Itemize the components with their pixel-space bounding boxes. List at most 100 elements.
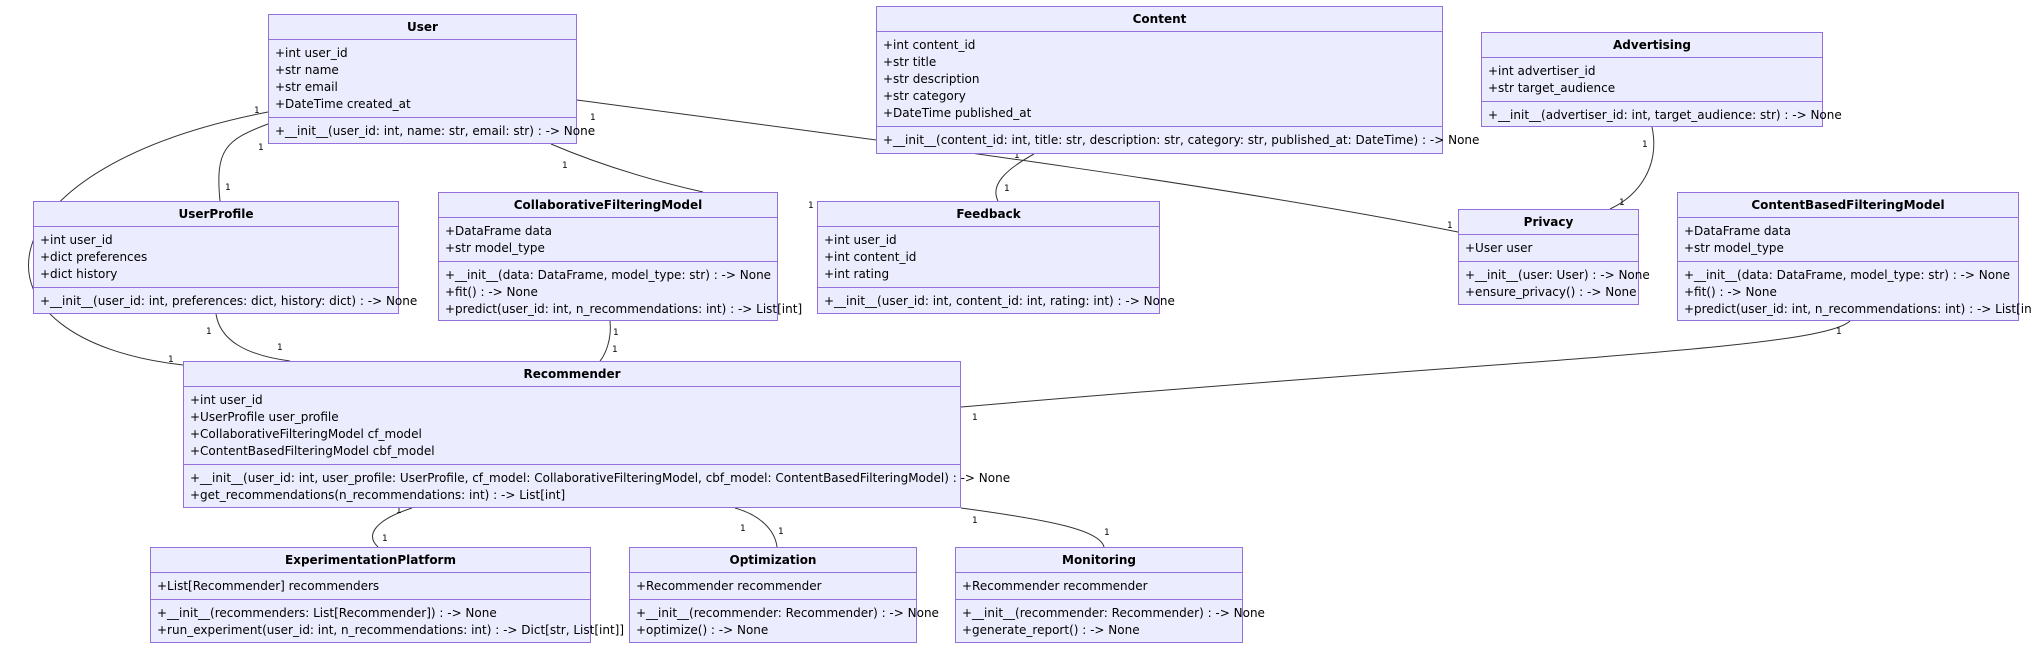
method-row: +__init__(user_id: int, preferences: dic… bbox=[40, 294, 418, 308]
attribute-row: +UserProfile user_profile bbox=[190, 410, 339, 424]
multiplicity-label: 1 bbox=[612, 345, 618, 355]
attribute-row: +int content_id bbox=[883, 38, 976, 52]
methods-section: +__init__(recommenders: List[Recommender… bbox=[151, 599, 625, 643]
class-contentbasedfilteringmodel[interactable]: ContentBasedFilteringModel+DataFrame dat… bbox=[1677, 192, 2032, 322]
class-privacy[interactable]: Privacy +User user +__init__(user: User) :… bbox=[1458, 209, 1650, 305]
attributes-section: +int user_id +dict preferences +dict histo… bbox=[34, 227, 398, 287]
multiplicity-label: 1 bbox=[225, 183, 231, 193]
multiplicity-label: 1 bbox=[1104, 528, 1110, 538]
class-name: Privacy bbox=[1459, 210, 1638, 235]
multiplicity-label: 1 bbox=[740, 524, 746, 534]
association-user-recommender bbox=[28, 111, 269, 366]
class-name: Monitoring bbox=[956, 548, 1242, 573]
attribute-row: +str target_audience bbox=[1488, 81, 1616, 95]
multiplicity-label: 1 bbox=[1642, 140, 1648, 150]
attribute-row: +ContentBasedFilteringModel cbf_model bbox=[190, 444, 435, 458]
method-row: +__init__(data: DataFrame, model_type: s… bbox=[445, 268, 772, 282]
attribute-row: +str title bbox=[883, 55, 937, 69]
association-advertising-privacy bbox=[1609, 126, 1655, 210]
attribute-row: +DataFrame data bbox=[1684, 224, 1791, 238]
method-row: +__init__(user: User) : -> None bbox=[1465, 268, 1650, 282]
attributes-section: +User user bbox=[1459, 235, 1638, 261]
class-name: Feedback bbox=[818, 202, 1159, 227]
multiplicity-label: 1 bbox=[396, 506, 402, 516]
methods-section: +__init__(advertiser_id: int, target_aud… bbox=[1482, 101, 1842, 128]
methods-section: +__init__(user: User) : -> None +ensure_p… bbox=[1459, 261, 1650, 305]
class-feedback[interactable]: Feedback+int user_id+int content_id+int … bbox=[817, 201, 1175, 314]
class-advertising[interactable]: Advertising+int advertiser_id+str target… bbox=[1481, 32, 1842, 128]
methods-section: +__init__(data: DataFrame, model_type: s… bbox=[1678, 261, 2032, 322]
multiplicity-label: 1 bbox=[1619, 198, 1625, 208]
class-optimization[interactable]: Optimization+Recommender recommender+__i… bbox=[629, 547, 939, 643]
class-experimentationplatform[interactable]: ExperimentationPlatform +List[Recommender… bbox=[150, 547, 625, 643]
method-row: +__init__(user_id: int, user_profile: Us… bbox=[190, 471, 1011, 485]
attribute-row: +CollaborativeFilteringModel cf_model bbox=[190, 427, 422, 441]
methods-section: +__init__(user_id: int, preferences: dic… bbox=[34, 287, 418, 314]
attributes-section: +int user_id+str name+str email+DateTime… bbox=[269, 40, 576, 117]
multiplicity-label: 1 bbox=[972, 516, 978, 526]
association-userprofile-recommender bbox=[215, 313, 291, 362]
class-name: ContentBasedFilteringModel bbox=[1678, 193, 2018, 218]
methods-section: +__init__(recommender: Recommender) : ->… bbox=[956, 599, 1265, 643]
attribute-row: +User user bbox=[1465, 241, 1533, 255]
attribute-row: +Recommender recommender bbox=[962, 579, 1148, 593]
method-row: +predict(user_id: int, n_recommendations… bbox=[445, 302, 803, 316]
multiplicity-label: 1 bbox=[1836, 327, 1842, 337]
class-user[interactable]: User+int user_id+str name+str email+Date… bbox=[268, 14, 596, 144]
class-name: Advertising bbox=[1482, 33, 1822, 58]
attribute-row: +DataFrame data bbox=[445, 224, 552, 238]
attribute-row: +dict preferences bbox=[40, 250, 148, 264]
attribute-row: +DateTime published_at bbox=[883, 106, 1032, 120]
association-recommender-experiment bbox=[372, 507, 413, 548]
association-content-feedback bbox=[995, 153, 1035, 202]
multiplicity-label: 1 bbox=[562, 161, 568, 171]
method-row: +__init__(recommender: Recommender) : ->… bbox=[962, 606, 1265, 620]
method-row: +predict(user_id: int, n_recommendations… bbox=[1684, 302, 2032, 316]
methods-section: +__init__(content_id: int, title: str, d… bbox=[877, 126, 1480, 153]
class-recommender[interactable]: Recommender +int user_id +UserProfile user… bbox=[183, 361, 1011, 508]
attributes-section: +int user_id+int content_id+int rating bbox=[818, 227, 1159, 287]
class-name: User bbox=[269, 15, 576, 40]
method-row: +ensure_privacy() : -> None bbox=[1465, 285, 1637, 299]
class-content[interactable]: Content+int content_id+str title+str des… bbox=[876, 6, 1480, 154]
attributes-section: +int content_id+str title+str descriptio… bbox=[877, 32, 1442, 126]
method-row: +__init__(content_id: int, title: str, d… bbox=[883, 133, 1480, 147]
method-row: +__init__(advertiser_id: int, target_aud… bbox=[1488, 108, 1842, 122]
method-row: +__init__(data: DataFrame, model_type: s… bbox=[1684, 268, 2011, 282]
attributes-section: +Recommender recommender bbox=[956, 573, 1242, 599]
class-monitoring[interactable]: Monitoring +Recommender recommender +__ini… bbox=[955, 547, 1265, 643]
association-user-collab bbox=[550, 143, 704, 193]
class-collaborativefilteringmodel[interactable]: CollaborativeFilteringModel+DataFrame da… bbox=[438, 192, 803, 321]
multiplicity-label: 1 bbox=[254, 106, 260, 116]
class-userprofile[interactable]: UserProfile +int user_id +dict preferences… bbox=[33, 201, 418, 314]
association-collab-recommender bbox=[599, 320, 611, 362]
class-name: UserProfile bbox=[34, 202, 398, 227]
attributes-section: +Recommender recommender bbox=[630, 573, 916, 599]
class-name: CollaborativeFilteringModel bbox=[439, 193, 777, 218]
attributes-section: +DataFrame data+str model_type bbox=[439, 218, 777, 261]
class-name: Content bbox=[877, 7, 1442, 32]
attribute-row: +str email bbox=[275, 80, 338, 94]
attribute-row: +List[Recommender] recommenders bbox=[157, 579, 380, 593]
attributes-section: +int advertiser_id+str target_audience bbox=[1482, 58, 1822, 101]
class-name: ExperimentationPlatform bbox=[151, 548, 590, 573]
methods-section: +__init__(recommender: Recommender) : ->… bbox=[630, 599, 939, 643]
method-row: +fit() : -> None bbox=[445, 285, 538, 299]
attributes-section: +int user_id +UserProfile user_profile +Co… bbox=[184, 387, 960, 464]
attribute-row: +int user_id bbox=[190, 393, 263, 407]
attribute-row: +str category bbox=[883, 89, 966, 103]
attribute-row: +str model_type bbox=[1684, 241, 1784, 255]
multiplicity-label: 1 bbox=[1447, 221, 1453, 231]
methods-section: +__init__(user_id: int, name: str, email… bbox=[269, 117, 596, 144]
multiplicity-label: 1 bbox=[1004, 184, 1010, 194]
method-row: +generate_report() : -> None bbox=[962, 623, 1140, 637]
multiplicity-label: 1 bbox=[258, 143, 264, 153]
attributes-section: +DataFrame data +str model_type bbox=[1678, 218, 2018, 261]
method-row: +run_experiment(user_id: int, n_recommen… bbox=[157, 623, 625, 637]
method-row: +__init__(user_id: int, name: str, email… bbox=[275, 124, 596, 138]
class-name: Recommender bbox=[184, 362, 960, 387]
attribute-row: +int user_id bbox=[40, 233, 113, 247]
method-row: +fit() : -> None bbox=[1684, 285, 1777, 299]
attribute-row: +dict history bbox=[40, 267, 118, 281]
attribute-row: +int content_id bbox=[824, 250, 917, 264]
